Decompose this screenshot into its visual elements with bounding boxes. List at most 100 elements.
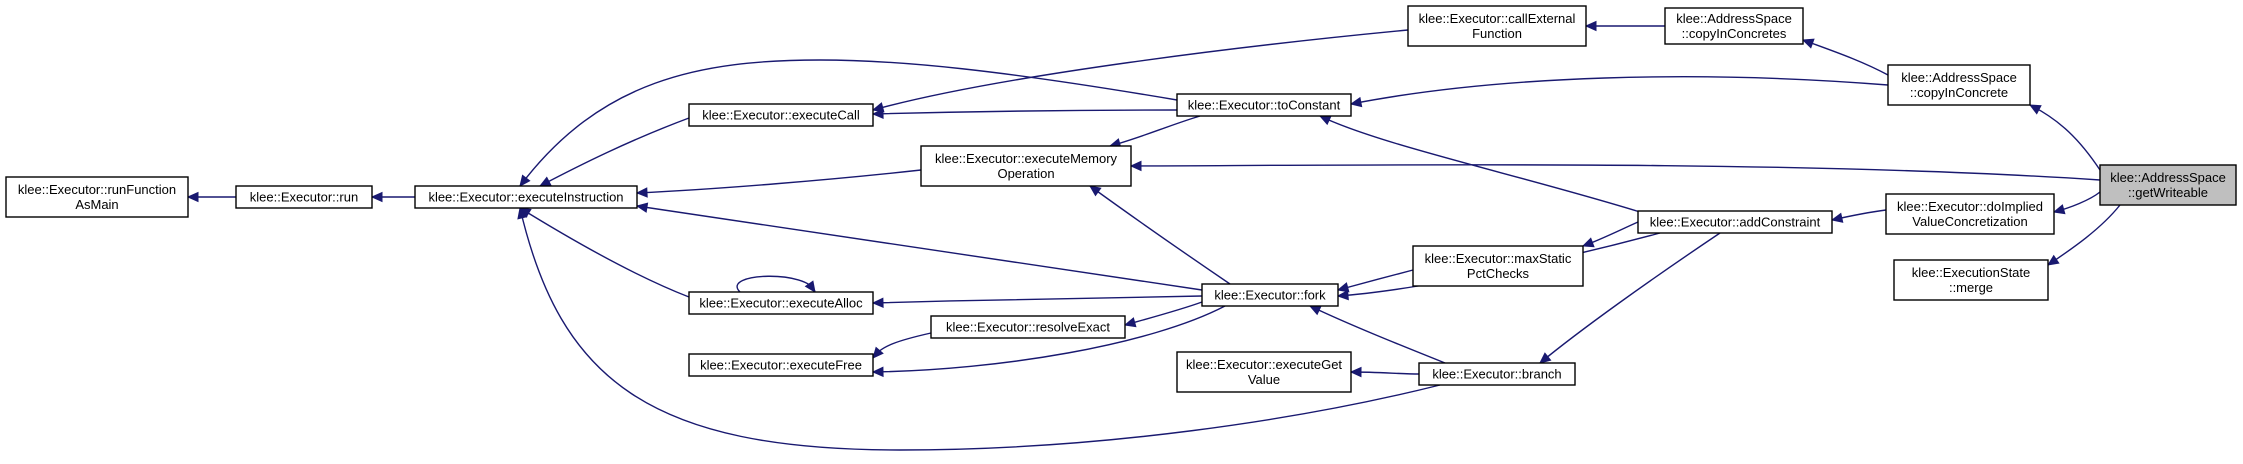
edge-line [1309,305,1446,364]
edge-copyInConcrete-to-copyInConcretes [1801,38,1889,76]
edge-branch-to-executeInstruction [517,206,1441,451]
arrow-head-icon [1308,305,1322,316]
node-branch[interactable]: klee::Executor::branch [1418,362,1576,386]
node-executeAlloc[interactable]: klee::Executor::executeAlloc [688,291,874,315]
edge-fork-to-executeInstruction [635,202,1203,291]
node-box [1176,351,1352,393]
arrow-head-icon [635,202,649,213]
node-label-line: klee::Executor::branch [1432,367,1561,382]
node-label-line: klee::Executor::executeInstruction [428,190,623,205]
edge-addConstraint-to-branch [1539,232,1721,364]
edge-line [1539,232,1721,364]
node-box [5,176,189,218]
edge-getWriteable-to-executeMemoryOperation [1129,160,2101,181]
node-label-line: PctChecks [1467,266,1530,281]
node-box [1893,259,2049,301]
node-label-line: ValueConcretization [1912,214,2027,229]
node-label-line: ::copyInConcrete [1910,85,2008,100]
node-label-line: klee::AddressSpace [1676,11,1792,26]
edge-addConstraint-to-toConstant [1318,115,1641,213]
arrow-head-icon [370,191,383,203]
arrow-head-icon [1318,115,1332,126]
arrow-head-icon [871,366,884,378]
node-copyInConcrete[interactable]: klee::AddressSpace::copyInConcrete [1887,64,2031,106]
node-box [688,103,874,127]
node-label-line: ::copyInConcretes [1682,26,1787,41]
edge-line [519,207,1441,451]
edge-line [636,205,1203,291]
edge-line [1109,115,1201,147]
node-doImpliedValueConcretization[interactable]: klee::Executor::doImpliedValueConcretiza… [1885,193,2055,235]
node-label-line: klee::Executor::addConstraint [1650,215,1821,230]
edge-toConstant-to-executeMemoryOperation [1108,115,1201,149]
node-toConstant[interactable]: klee::Executor::toConstant [1176,93,1352,117]
node-executeFree[interactable]: klee::Executor::executeFree [688,353,874,377]
node-executeCall[interactable]: klee::Executor::executeCall [688,103,874,127]
node-addConstraint[interactable]: klee::Executor::addConstraint [1637,210,1833,234]
arrow-head-icon [871,102,885,113]
edge-executeInstruction-to-run [370,191,415,203]
arrow-head-icon [1123,317,1137,328]
arrow-head-icon [1336,289,1349,301]
node-box [688,291,874,315]
edge-line [539,117,690,187]
edge-line [872,109,1178,115]
node-fork[interactable]: klee::Executor::fork [1201,283,1339,307]
edge-line [519,207,690,298]
edges-layer [186,20,2121,451]
arrow-head-icon [2046,254,2060,266]
edge-run-to-runFunctionAsMain [186,191,236,203]
arrow-head-icon [2028,104,2042,115]
edge-line [872,305,1226,373]
node-label-line: klee::Executor::executeFree [700,358,862,373]
node-getWriteable[interactable]: klee::AddressSpace::getWriteable [2099,164,2237,206]
arrow-head-icon [1349,366,1362,378]
node-box [930,315,1126,339]
node-box [1412,245,1584,287]
node-box [1637,210,1833,234]
node-label-line: Operation [997,166,1054,181]
node-box [1201,283,1339,307]
node-label-line: klee::AddressSpace [1901,70,2017,85]
edge-copyInConcrete-to-toConstant [1349,76,1889,108]
node-label-line: klee::Executor::fork [1214,288,1326,303]
edge-callExternalFunction-to-executeCall [871,29,1409,113]
node-executeInstruction[interactable]: klee::Executor::executeInstruction [414,185,638,209]
node-resolveExact[interactable]: klee::Executor::resolveExact [930,315,1126,339]
node-label-line: klee::Executor::toConstant [1188,98,1341,113]
node-copyInConcretes[interactable]: klee::AddressSpace::copyInConcretes [1664,7,1804,45]
node-label-line: klee::ExecutionState [1912,265,2031,280]
edge-maxStaticPctChecks-to-fork [1336,269,1414,293]
edge-fork-to-executeFree [871,305,1226,378]
node-label-line: klee::AddressSpace [2110,170,2226,185]
arrow-head-icon [186,191,199,203]
edge-line [1130,164,2101,181]
arrow-head-icon [517,206,528,220]
arrow-head-icon [538,176,552,187]
node-label-line: klee::Executor::executeMemory [935,151,1118,166]
node-box [414,185,638,209]
node-box [2099,164,2237,206]
node-label-line: klee::Executor::run [250,190,358,205]
node-run[interactable]: klee::Executor::run [235,185,373,209]
arrow-head-icon [872,346,884,359]
edge-line [1319,115,1641,213]
node-label-line: ::merge [1949,280,1993,295]
node-label-line: klee::Executor::executeGet [1186,357,1342,372]
arrow-head-icon [1539,352,1552,364]
node-mergeState[interactable]: klee::ExecutionState::merge [1893,259,2049,301]
arrow-head-icon [2052,204,2066,215]
node-box [1407,5,1587,47]
edge-addConstraint-to-maxStaticPctChecks [1581,221,1639,248]
edge-executeAlloc-to-executeAlloc [736,275,816,293]
edge-executeCall-to-executeInstruction [538,117,690,187]
edge-line [1089,185,1231,285]
edge-getWriteable-to-mergeState [2046,204,2121,266]
node-label-line: klee::Executor::executeAlloc [699,296,863,311]
